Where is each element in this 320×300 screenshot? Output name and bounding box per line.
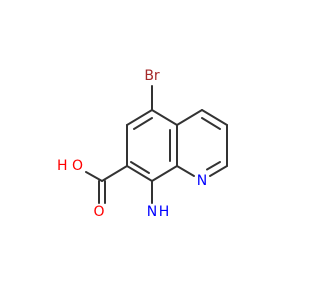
bond-c7-ccooh: [101, 165, 128, 182]
bromine-label: Br: [144, 68, 160, 84]
ring-nitrogen-label: N: [197, 173, 207, 189]
amino-h-label: H: [159, 204, 170, 220]
bond-c8-c7: [126, 165, 153, 182]
carbonyl-oxygen-label: O: [93, 204, 104, 220]
bond-c6-c5: [126, 109, 153, 126]
bond-c4a-c4: [176, 109, 203, 126]
bonds: [85, 85, 228, 204]
bond-c-oh: [85, 171, 103, 182]
bond-c8-c7-inner: [130, 161, 150, 174]
bond-c4-c3: [201, 109, 228, 126]
bond-c2-n1: [209, 165, 228, 177]
bond-c5-c4a: [151, 109, 178, 126]
bond-c8a-c8: [151, 165, 178, 182]
atom-labels: Br N H O O H N: [57, 68, 207, 220]
bond-n1-c8a: [176, 165, 195, 177]
hydroxyl-label: H O: [57, 158, 83, 174]
bond-c4-c3-inner: [201, 117, 221, 130]
bond-c6-c5-inner: [133, 117, 153, 130]
molecule-structure: Br N H O O H N: [57, 68, 228, 220]
amino-n-label: N: [147, 204, 157, 220]
bond-c2-n1-inner: [206, 161, 221, 171]
